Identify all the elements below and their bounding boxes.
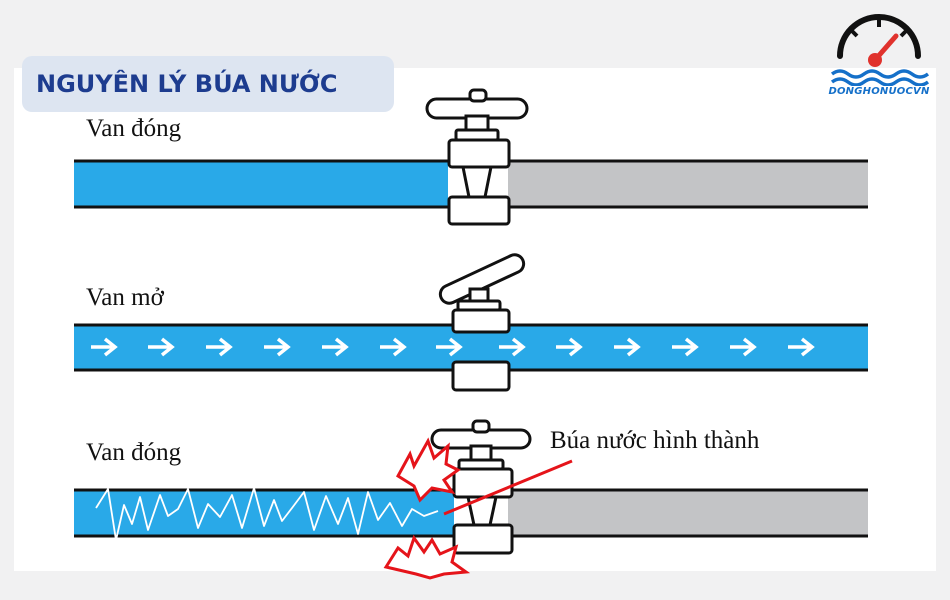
gauge-icon <box>830 14 930 87</box>
row2-valve <box>438 253 526 392</box>
shock-burst-top <box>396 437 461 503</box>
title-badge: NGUYÊN LÝ BÚA NƯỚC <box>22 56 394 112</box>
row2-label: Van mở <box>86 284 164 311</box>
water-hammer-annotation: Búa nước hình thành <box>550 427 760 454</box>
shock-burst-bottom <box>383 534 471 580</box>
row3-pipe <box>74 488 868 538</box>
brand-logo: DONGHONUOCVN <box>828 12 930 104</box>
pressure-wave <box>95 487 439 541</box>
page-title: NGUYÊN LÝ BÚA NƯỚC <box>36 70 338 98</box>
row1-valve <box>425 88 529 226</box>
row3-label: Van đóng <box>86 439 182 466</box>
row1-label: Van đóng <box>86 115 182 142</box>
row3-valve <box>430 419 532 555</box>
annotation-pointer <box>443 459 573 516</box>
brand-name: DONGHONUOCVN <box>828 86 930 97</box>
